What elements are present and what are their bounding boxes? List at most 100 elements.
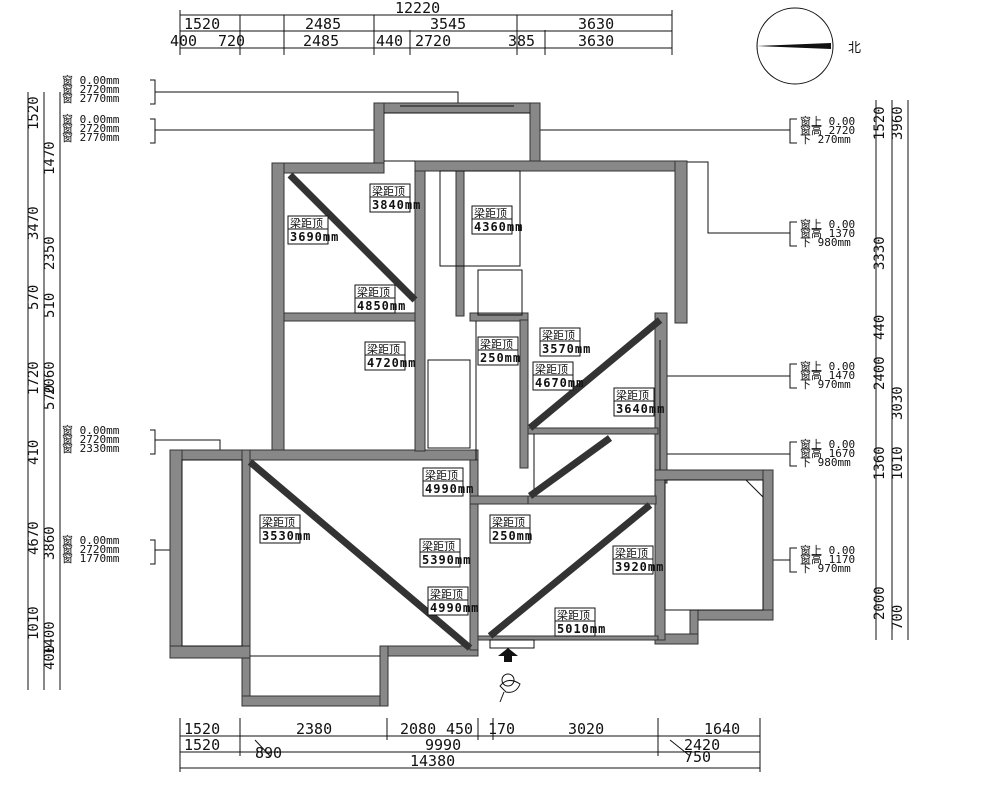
beam-tag-title: 梁距顶 [557,608,590,622]
beam-tag-value: 4360mm [474,220,523,234]
top-dim-r2-4: 440 [376,32,403,50]
beam-tag-value: 250mm [480,351,521,365]
bottom-dim-1: 1520 [184,720,220,738]
left-dim-14: 1400 [42,621,58,655]
window-note-text: 窗 2720mm [62,432,120,446]
left-dim-2: 1470 [42,141,58,175]
left-dim-1: 1520 [26,96,42,130]
window-note-text: 窗 2720mm [62,121,120,135]
right-dim-2: 3960 [890,106,906,140]
left-dim-9: 570 [42,385,58,410]
bottom-dim-r2-2: 890 [255,744,282,762]
window-note-text: 下 970mm [800,562,851,575]
beam-tag-value: 4990mm [430,601,479,615]
bottom-dim-r2-4: 750 [684,748,711,766]
top-dim-r2-1: 400 [170,32,197,50]
left-dim-13: 1010 [26,606,42,640]
left-dim-11: 4670 [26,521,42,555]
window-note-text: 窗 2720mm [62,82,120,96]
beam-tag-title: 梁距顶 [480,337,513,351]
top-dim-1: 1520 [184,15,220,33]
window-note-text: 窗上 0.00 [800,543,855,557]
top-dim-overall: 12220 [395,0,440,17]
beam-tag-value: 4850mm [357,299,406,313]
entry-figure-icon [499,673,521,703]
beam-tag-title: 梁距顶 [535,362,568,376]
bottom-dim-3: 2080 [400,720,436,738]
beam-tag-title: 梁距顶 [367,342,400,356]
beam-tag-title: 梁距顶 [542,328,575,342]
right-dim-7: 1360 [872,446,888,480]
beam-tag-title: 梁距顶 [422,539,455,553]
north-label: 北 [848,41,861,56]
left-dim-5: 570 [26,285,42,310]
window-note-text: 窗 2720mm [62,542,120,556]
beam-tag-value: 3920mm [615,560,664,574]
beam-tag-value: 4990mm [425,482,474,496]
entrance-arrow-icon [498,648,518,662]
window-note-text: 窗上 0.00 [800,114,855,128]
window-note-text: 窗 0.00mm [62,73,120,87]
left-dim-3: 3470 [26,206,42,240]
beam-tag-value: 3640mm [616,402,665,416]
beam-tag-title: 梁距顶 [474,206,507,220]
bottom-dim-4: 450 [446,720,473,738]
right-dim-5: 2400 [872,356,888,390]
window-note-text: 窗高 2720 [800,123,855,137]
window-note-text: 窗上 0.00 [800,437,855,451]
window-note-text: 窗高 1670 [800,446,855,460]
bottom-dimensions: 1520 2380 2080 450 170 3020 1640 1520 89… [179,718,761,772]
beam-tag-title: 梁距顶 [262,515,295,529]
left-dim-7: 1720 [26,361,42,395]
compass-icon: 北 [756,7,861,85]
bottom-dim-2: 2380 [296,720,332,738]
top-dim-r2-6: 385 [508,32,535,50]
window-note-text: 窗上 0.00 [800,217,855,231]
bottom-dim-r2-3: 2420 [684,736,720,754]
bottom-dim-mid: 9990 [425,736,461,754]
bottom-dim-7: 1640 [704,720,740,738]
window-note-text: 窗 2330mm [62,441,120,455]
right-dim-6: 3030 [890,386,906,420]
beam-tag-title: 梁距顶 [372,184,405,198]
beam-tag-value: 4670mm [535,376,584,390]
top-dim-r2-7: 3630 [578,32,614,50]
window-note-text: 下 980mm [800,236,851,249]
window-note-text: 窗高 1370 [800,226,855,240]
beam-tags: 梁距顶3840mm梁距顶3690mm梁距顶4360mm梁距顶4850mm梁距顶4… [259,183,665,637]
top-dim-r2-2: 720 [218,32,245,50]
top-dim-4: 3630 [578,15,614,33]
beam-tag-title: 梁距顶 [290,216,323,230]
beam-tag-title: 梁距顶 [616,388,649,402]
beam-tag-title: 梁距顶 [425,468,458,482]
beam-tag-title: 梁距顶 [357,285,390,299]
right-dim-3: 3330 [872,236,888,270]
left-dim-6: 510 [42,293,58,318]
beam-tag-title: 梁距顶 [430,587,463,601]
window-note-text: 窗 0.00mm [62,423,120,437]
right-dim-10: 700 [890,605,906,630]
left-dim-8: 2060 [42,361,58,395]
top-dim-2: 2485 [305,15,341,33]
right-dim-9: 2000 [872,586,888,620]
beam-tag-value: 3570mm [542,342,591,356]
window-note-text: 窗 2770mm [62,130,120,144]
walls [169,102,774,707]
